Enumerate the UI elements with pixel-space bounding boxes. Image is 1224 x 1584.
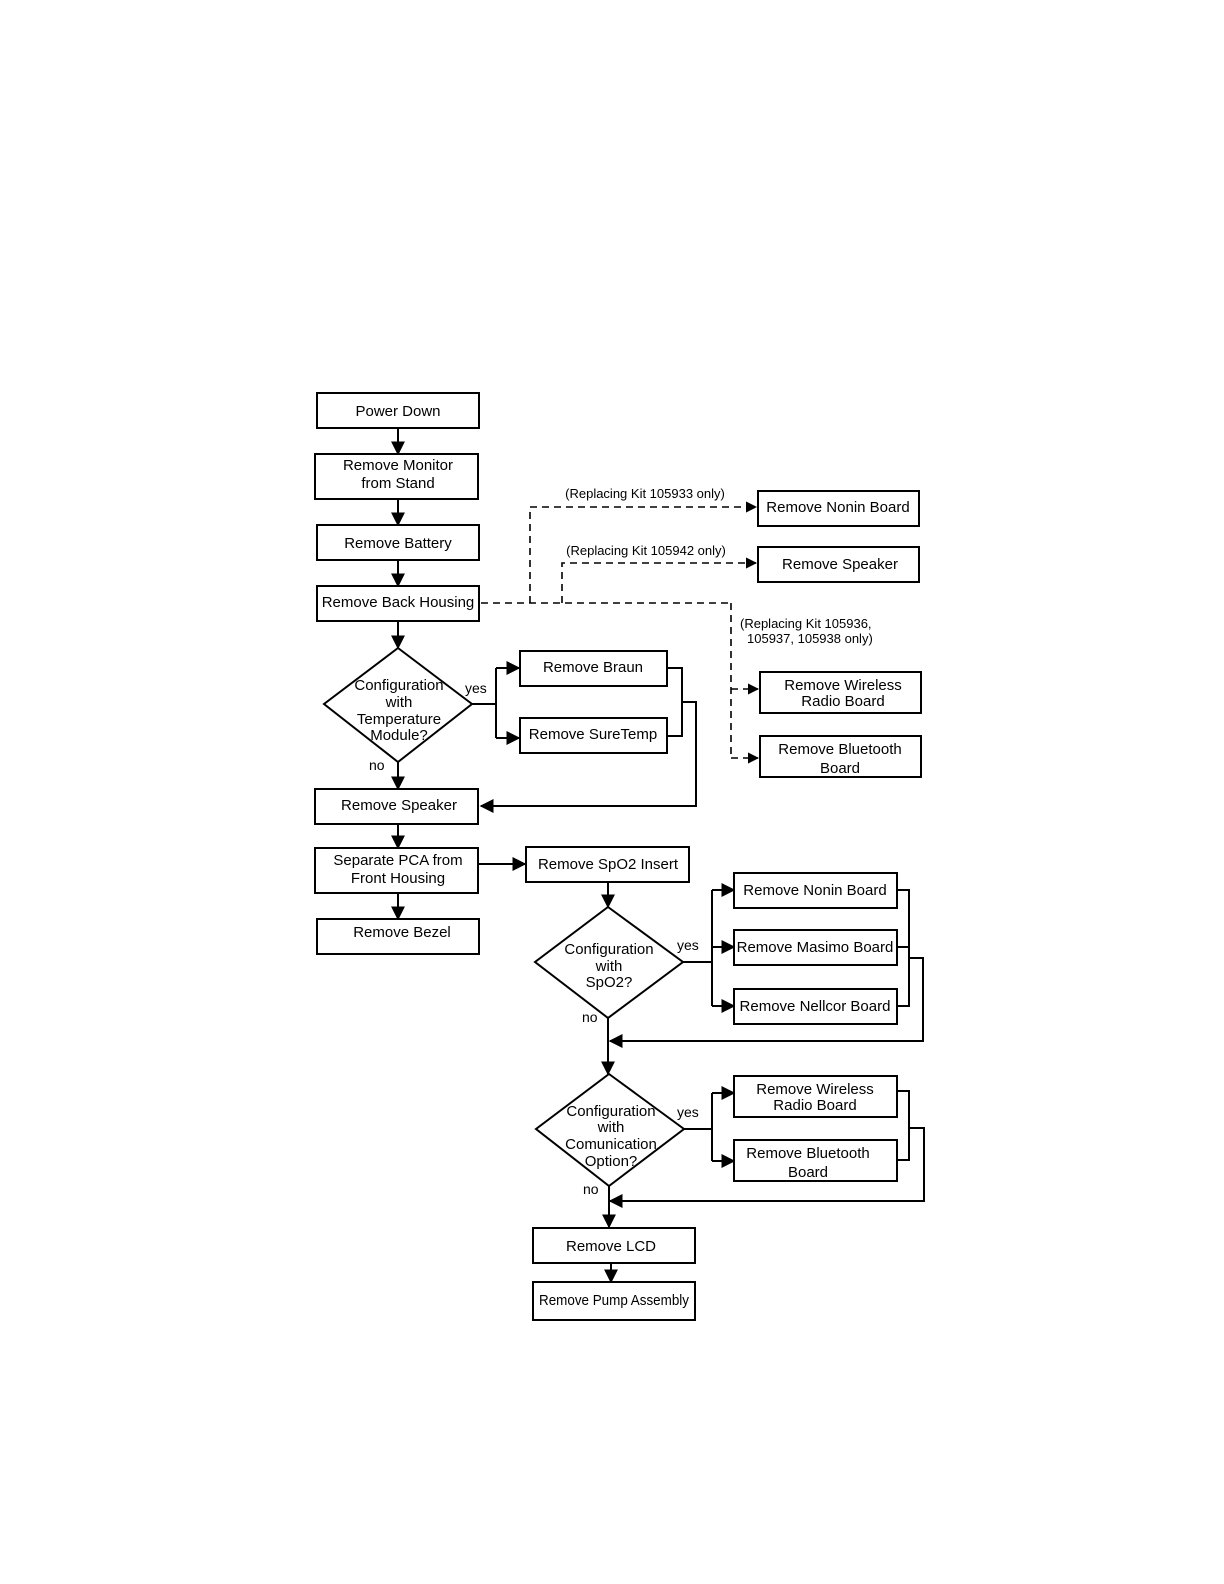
label-remove-speaker-top: Remove Speaker xyxy=(782,556,898,573)
box-remove-monitor xyxy=(314,453,479,500)
edge-label-spo2-yes: yes xyxy=(677,937,699,953)
arrow-temp-return xyxy=(479,701,697,813)
edge-label-comm-no: no xyxy=(583,1181,599,1197)
diamond-config-comm xyxy=(534,1072,686,1188)
decision-diamonds xyxy=(322,646,686,1188)
line-comm-merge xyxy=(898,1090,910,1161)
label-power-down: Power Down xyxy=(355,403,440,420)
label-remove-back-housing: Remove Back Housing xyxy=(322,594,475,611)
box-remove-speaker xyxy=(314,788,479,825)
process-boxes xyxy=(314,392,922,1321)
edge-label-comm-yes: yes xyxy=(677,1104,699,1120)
arrow-comm-return xyxy=(608,1127,925,1208)
box-remove-nonin-top xyxy=(757,490,920,527)
label-remove-suretemp: Remove SureTemp xyxy=(529,726,657,743)
note-kit-105933: (Replacing Kit 105933 only) xyxy=(565,486,725,501)
diamond-config-temp xyxy=(322,646,474,764)
box-remove-pump xyxy=(532,1281,696,1321)
label-remove-spo2: Remove SpO2 Insert xyxy=(538,856,679,873)
box-remove-battery xyxy=(316,524,480,561)
edge-labels: yes no yes no yes no xyxy=(369,680,699,1197)
box-remove-back-housing xyxy=(316,585,480,622)
box-remove-lcd xyxy=(532,1227,696,1264)
box-power-down xyxy=(316,392,480,429)
box-remove-wireless-top xyxy=(759,671,922,714)
label-remove-nellcor: Remove Nellcor Board xyxy=(740,998,891,1015)
note-kit-105942: (Replacing Kit 105942 only) xyxy=(566,543,726,558)
label-remove-pump: Remove Pump Assembly xyxy=(539,1292,689,1309)
note-kit-105936: (Replacing Kit 105936,105937, 105938 onl… xyxy=(740,616,873,646)
kit-notes: (Replacing Kit 105933 only) (Replacing K… xyxy=(565,486,873,646)
box-remove-nonin xyxy=(733,872,898,909)
label-remove-speaker: Remove Speaker xyxy=(341,797,457,814)
connectors xyxy=(391,428,925,1284)
box-remove-bluetooth xyxy=(733,1139,898,1182)
edge-label-temp-yes: yes xyxy=(465,680,487,696)
box-remove-masimo xyxy=(733,929,898,966)
box-remove-suretemp xyxy=(519,717,668,754)
box-remove-spo2 xyxy=(525,846,690,883)
box-separate-pca xyxy=(314,847,479,894)
diamond-config-spo2 xyxy=(533,905,685,1020)
arrow-spo2-return xyxy=(608,957,924,1048)
dashed-arrow-kit-105942 xyxy=(561,557,758,603)
dashed-arrow-kit-105933 xyxy=(529,501,758,603)
label-remove-masimo: Remove Masimo Board xyxy=(737,939,894,956)
box-remove-braun xyxy=(519,650,668,687)
label-remove-braun: Remove Braun xyxy=(543,659,643,676)
box-remove-bluetooth-top xyxy=(759,735,922,778)
box-remove-nellcor xyxy=(733,988,898,1025)
box-remove-speaker-top xyxy=(757,546,920,583)
box-remove-bezel xyxy=(316,918,480,955)
label-remove-nonin-top: Remove Nonin Board xyxy=(766,499,909,516)
label-remove-lcd: Remove LCD xyxy=(566,1238,656,1255)
label-remove-nonin: Remove Nonin Board xyxy=(743,882,886,899)
edge-label-spo2-no: no xyxy=(582,1009,598,1025)
line-temp-merge xyxy=(668,667,683,737)
label-remove-bezel: Remove Bezel xyxy=(353,924,451,941)
label-remove-battery: Remove Battery xyxy=(344,535,452,552)
edge-label-temp-no: no xyxy=(369,757,385,773)
box-remove-wireless xyxy=(733,1075,898,1118)
